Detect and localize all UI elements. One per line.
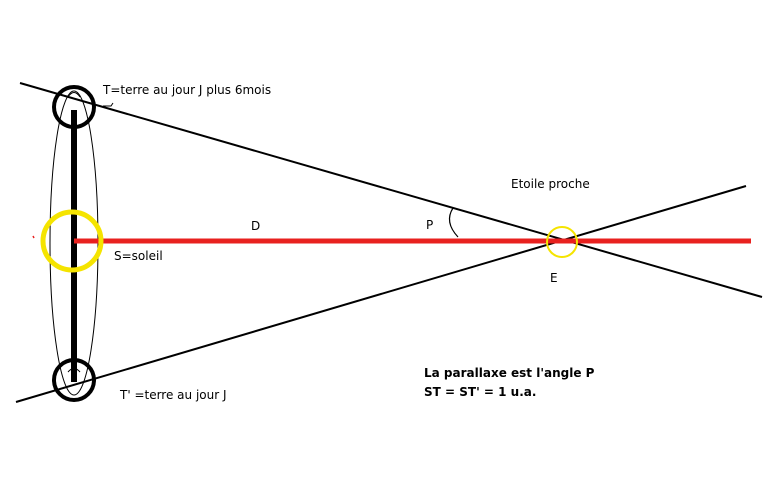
star-circle	[546, 226, 578, 258]
distance-label: D	[251, 219, 260, 233]
earth-top-tick	[103, 102, 114, 107]
sun-circle	[40, 209, 104, 273]
sight-line-top	[19, 82, 763, 298]
earth-top-label: T=terre au jour J plus 6mois	[102, 83, 271, 97]
earth-bottom-circle	[52, 358, 96, 402]
parallax-angle-arc	[448, 207, 459, 238]
red-tick	[32, 235, 35, 239]
earth-top-arc	[67, 92, 81, 98]
earth-top-circle	[52, 85, 96, 129]
star-label: E	[550, 271, 558, 285]
note-line-1: La parallaxe est l'angle P	[424, 366, 595, 380]
earth-bottom-arc	[67, 368, 81, 373]
note-line-2: ST = ST' = 1 u.a.	[424, 385, 536, 399]
sun-label: S=soleil	[114, 249, 163, 263]
sight-line-bottom	[15, 185, 747, 403]
earth-bottom-label: T' =terre au jour J	[119, 388, 227, 402]
parallax-label: P	[426, 218, 433, 232]
star-title-label: Etoile proche	[511, 177, 590, 191]
